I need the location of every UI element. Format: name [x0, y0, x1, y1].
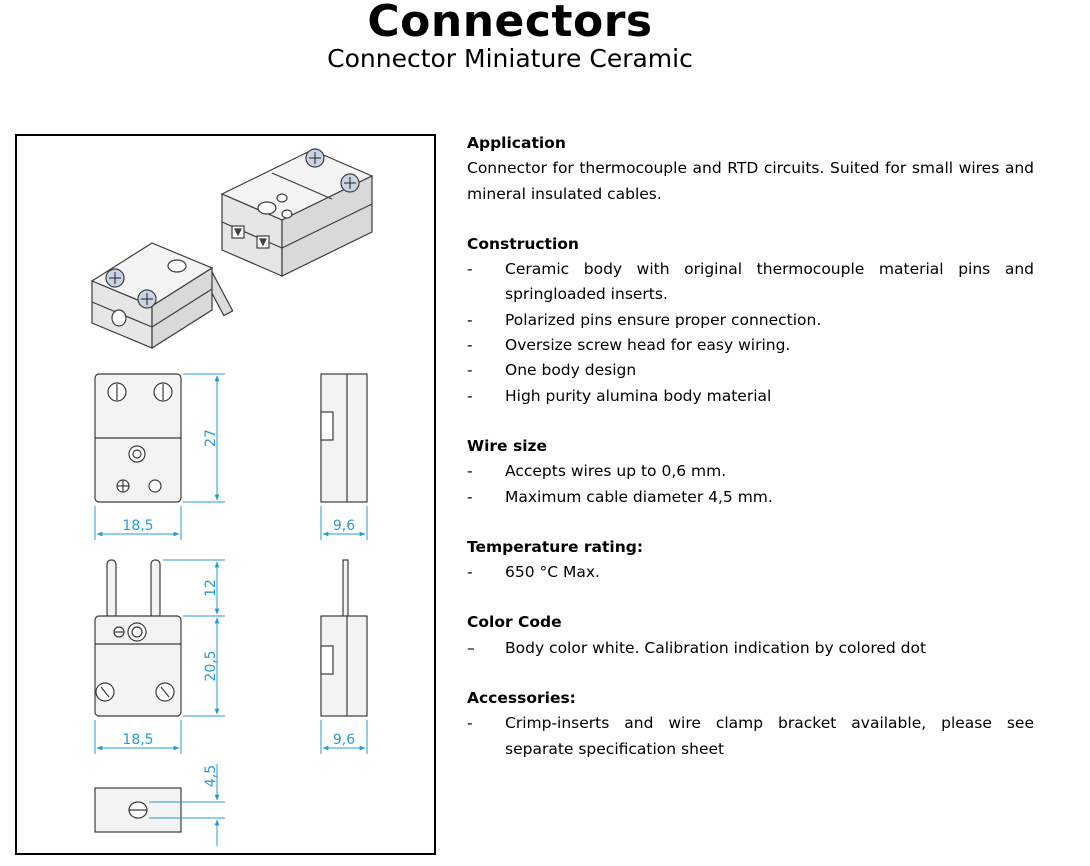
bottom-view — [94, 787, 182, 833]
list-marker: - — [467, 336, 473, 355]
page-subtitle: Connector Miniature Ceramic — [327, 44, 693, 73]
list-item: - Ceramic body with original thermocouple… — [467, 257, 1034, 308]
section-accessories: Accessories: - Crimp-inserts and wire cla… — [467, 686, 1034, 762]
male-connector — [90, 242, 234, 350]
list-marker: - — [467, 462, 473, 481]
front-view-middle — [94, 559, 182, 717]
specification-text: Application Connector for thermocouple a… — [467, 131, 1034, 787]
list-marker: - — [467, 563, 473, 582]
section-heading: Application — [467, 134, 566, 152]
list-item: - Oversize screw head for easy wiring. — [467, 333, 1034, 358]
list-item-text: Accepts wires up to 0,6 mm. — [505, 462, 727, 481]
dim-pin-length: 12 — [203, 579, 219, 597]
dimension-lines-bottom — [149, 764, 225, 846]
dim-bottom-side-width: 9,6 — [333, 732, 355, 748]
list-marker: - — [467, 714, 473, 733]
list-item: - Accepts wires up to 0,6 mm. — [467, 459, 1034, 484]
list-marker: - — [467, 487, 473, 506]
list-marker: - — [467, 310, 473, 329]
list-item-text: One body design — [505, 361, 637, 380]
list-item-text: Body color white. Calibration indication… — [505, 638, 927, 657]
dimension-lines-middle — [94, 559, 368, 754]
section-heading: Temperature rating: — [467, 537, 644, 556]
list-item: - High purity alumina body material — [467, 384, 1034, 409]
list-item-text: High purity alumina body material — [505, 386, 772, 405]
list-marker: – — [467, 638, 475, 657]
list-item: - One body design — [467, 358, 1034, 383]
list-marker: - — [467, 260, 473, 279]
list-item: - Crimp-inserts and wire clamp bracket av… — [467, 711, 1034, 762]
dimension-lines-top — [94, 373, 368, 540]
list-item-text: Ceramic body with original thermocouple … — [505, 260, 1034, 304]
section-construction: Construction - Ceramic body with original… — [467, 232, 1034, 409]
list-marker: - — [467, 361, 473, 380]
section-heading: Color Code — [467, 613, 562, 632]
section-application: Application Connector for thermocouple a… — [467, 131, 1034, 207]
dim-front-height: 27 — [203, 429, 219, 447]
section-heading: Construction — [467, 234, 579, 253]
page-title: Connectors — [367, 0, 653, 47]
dim-body-height: 20,5 — [203, 650, 219, 681]
dim-cable-diameter: 4,5 — [203, 765, 219, 787]
section-temperature-rating: Temperature rating: - 650 °C Max. — [467, 535, 1034, 586]
side-view-top — [320, 373, 368, 503]
technical-drawing: 27 18,5 9,6 — [90, 148, 374, 846]
list-item: - 650 °C Max. — [467, 560, 1034, 585]
section-heading: Accessories: — [467, 689, 576, 708]
list-item: - Polarized pins ensure proper connection… — [467, 308, 1034, 333]
section-wire-size: Wire size - Accepts wires up to 0,6 mm. -… — [467, 434, 1034, 510]
section-color-code: Color Code – Body color white. Calibratio… — [467, 610, 1034, 661]
side-view-middle — [320, 559, 368, 717]
section-heading: Wire size — [467, 436, 548, 455]
list-item-text: Crimp-inserts and wire clamp bracket ava… — [505, 714, 1034, 758]
list-item-text: 650 °C Max. — [505, 563, 600, 582]
isometric-view — [90, 148, 374, 350]
list-item-text: Maximum cable diameter 4,5 mm. — [505, 487, 773, 506]
list-item-text: Oversize screw head for easy wiring. — [505, 336, 791, 355]
list-marker: - — [467, 386, 473, 405]
list-item-text: Polarized pins ensure proper connection. — [505, 310, 822, 329]
female-connector — [220, 148, 374, 277]
dim-front-width: 18,5 — [122, 518, 153, 534]
list-item: – Body color white. Calibration indicatio… — [467, 636, 1034, 661]
dim-side-width: 9,6 — [333, 518, 355, 534]
list-item: - Maximum cable diameter 4,5 mm. — [467, 485, 1034, 510]
connector-drawing-panel: 27 18,5 9,6 — [15, 134, 436, 855]
section-paragraph: Connector for thermocouple and RTD circu… — [467, 159, 1034, 203]
dim-bottom-width: 18,5 — [122, 732, 153, 748]
front-view-top — [94, 373, 182, 503]
